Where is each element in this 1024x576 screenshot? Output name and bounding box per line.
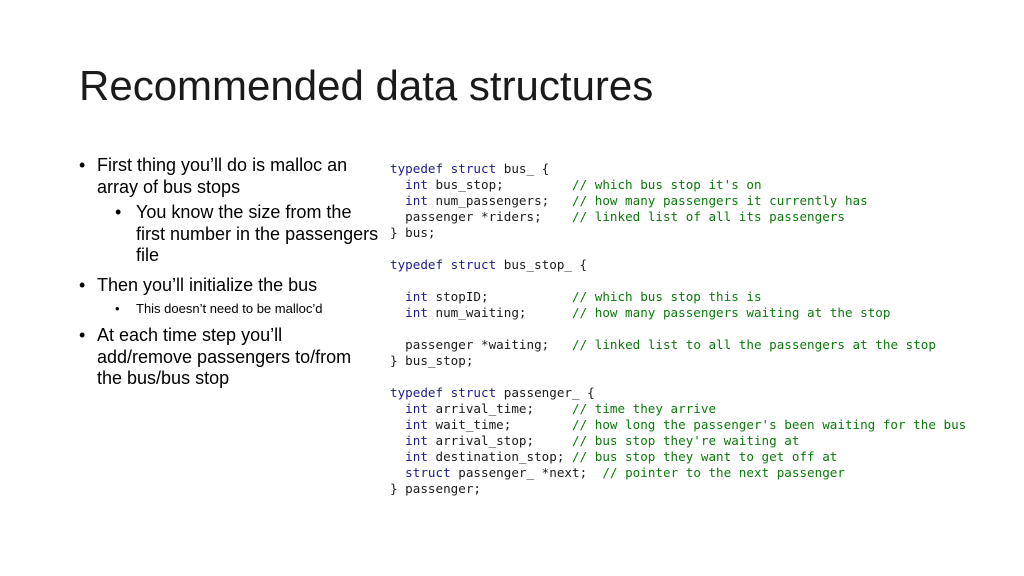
code-keyword: int	[390, 401, 428, 416]
code-line: int bus_stop; // which bus stop it's on	[390, 177, 966, 193]
code-comment: // which bus stop this is	[571, 289, 762, 304]
bullet-text: Then you’ll initialize the bus	[97, 274, 318, 295]
code-line: } passenger;	[390, 481, 966, 497]
bullet-list: First thing you’ll do is malloc an array…	[79, 155, 379, 398]
code-line	[390, 369, 966, 385]
code-line: typedef struct bus_ {	[390, 161, 966, 177]
code-comment: // pointer to the next passenger	[602, 465, 845, 480]
sub-bullet-text: You know the size from the first number …	[136, 202, 379, 265]
code-line	[390, 321, 966, 337]
code-line: int arrival_time; // time they arrive	[390, 401, 966, 417]
code-text: bus_stop_ {	[496, 257, 588, 272]
bullet-text: At each time step you’ll add/remove pass…	[97, 325, 352, 388]
code-text: wait_time;	[427, 417, 572, 432]
code-line: passenger *waiting; // linked list to al…	[390, 337, 966, 353]
code-line: int stopID; // which bus stop this is	[390, 289, 966, 305]
code-keyword: int	[390, 433, 428, 448]
code-text: } bus_stop;	[390, 353, 474, 368]
sub-bullet-item: You know the size from the first number …	[115, 202, 379, 267]
code-line: int destination_stop; // bus stop they w…	[390, 449, 966, 465]
code-text: } passenger;	[390, 481, 481, 496]
code-comment: // how many passengers waiting at the st…	[571, 305, 891, 320]
code-comment: // bus stop they're waiting at	[571, 433, 800, 448]
code-comment: // linked list of all its passengers	[572, 209, 845, 224]
code-text: stopID;	[427, 289, 572, 304]
code-text: *waiting;	[481, 337, 572, 352]
code-line	[390, 273, 966, 289]
code-text: arrival_stop;	[427, 433, 572, 448]
sub-bullet-text: This doesn’t need to be malloc’d	[136, 301, 323, 316]
code-line: passenger *riders; // linked list of all…	[390, 209, 966, 225]
code-line: } bus_stop;	[390, 353, 966, 369]
code-line: int arrival_stop; // bus stop they're wa…	[390, 433, 966, 449]
code-text: passenger_ {	[496, 385, 595, 400]
code-comment: // linked list to all the passengers at …	[572, 337, 936, 352]
code-line: typedef struct passenger_ {	[390, 385, 966, 401]
code-keyword: int	[390, 305, 428, 320]
code-line: struct passenger_ *next; // pointer to t…	[390, 465, 966, 481]
code-block: typedef struct bus_ { int bus_stop; // w…	[390, 161, 966, 497]
code-keyword: int	[390, 417, 428, 432]
bullet-item: Then you’ll initialize the bus This does…	[79, 275, 379, 318]
bullet-item: First thing you’ll do is malloc an array…	[79, 155, 379, 267]
code-line: int num_waiting; // how many passengers …	[390, 305, 966, 321]
code-keyword: typedef struct	[390, 385, 497, 400]
code-comment: // which bus stop it's on	[571, 177, 762, 192]
code-comment: // how long the passenger's been waiting…	[571, 417, 967, 432]
code-text: arrival_time;	[427, 401, 572, 416]
code-keyword: int	[390, 177, 428, 192]
code-line: } bus;	[390, 225, 966, 241]
bullet-text: First thing you’ll do is malloc an array…	[97, 155, 348, 197]
code-text: passenger	[390, 209, 481, 224]
code-text: } bus;	[390, 225, 436, 240]
code-line	[390, 241, 966, 257]
code-text: *riders;	[481, 209, 572, 224]
code-text: destination_stop;	[427, 449, 572, 464]
code-keyword: typedef struct	[390, 257, 497, 272]
slide-title: Recommended data structures	[79, 62, 654, 109]
code-keyword: typedef struct	[390, 161, 497, 176]
code-text: bus_stop;	[427, 177, 572, 192]
code-comment: // time they arrive	[571, 401, 717, 416]
code-line: typedef struct bus_stop_ {	[390, 257, 966, 273]
sub-bullet-item: This doesn’t need to be malloc’d	[115, 300, 379, 317]
code-comment: // how many passengers it currently has	[571, 193, 868, 208]
bullet-item: At each time step you’ll add/remove pass…	[79, 325, 379, 390]
code-line: int num_passengers; // how many passenge…	[390, 193, 966, 209]
code-keyword: int	[390, 193, 428, 208]
code-keyword: int	[390, 449, 428, 464]
code-keyword: int	[390, 289, 428, 304]
code-text: num_passengers;	[427, 193, 572, 208]
code-line: int wait_time; // how long the passenger…	[390, 417, 966, 433]
code-keyword: struct	[390, 465, 451, 480]
code-text: passenger	[390, 337, 481, 352]
code-text: passenger_ *next;	[450, 465, 603, 480]
code-text: bus_ {	[496, 161, 550, 176]
code-text: num_waiting;	[427, 305, 572, 320]
code-comment: // bus stop they want to get off at	[571, 449, 838, 464]
